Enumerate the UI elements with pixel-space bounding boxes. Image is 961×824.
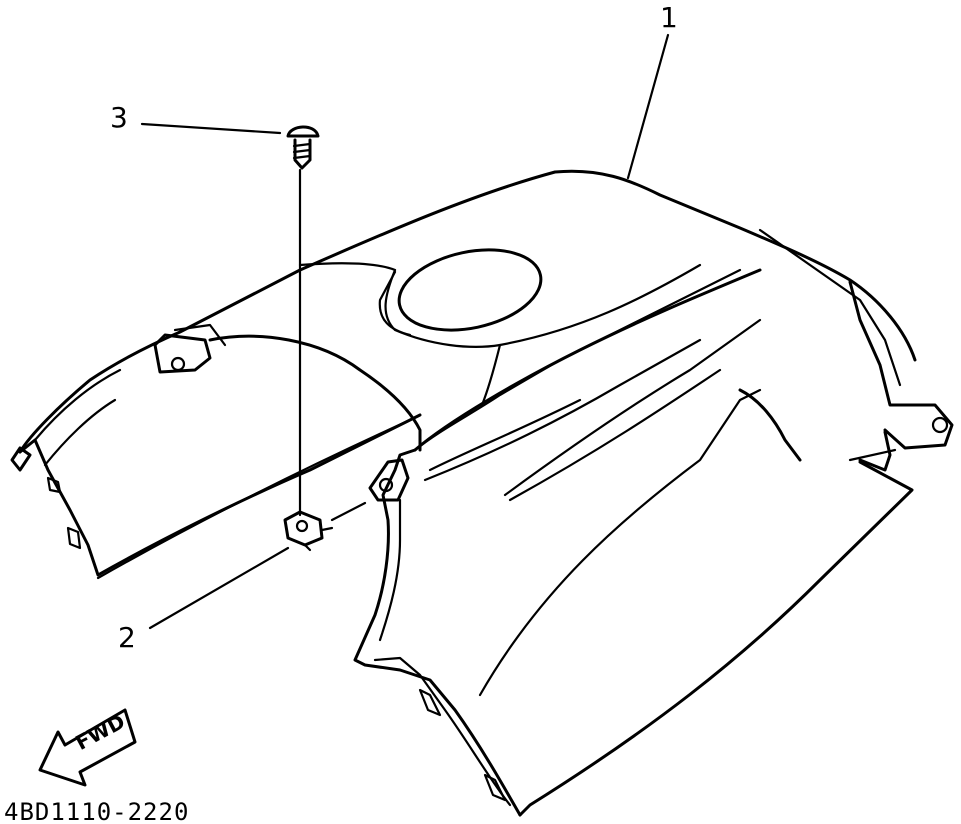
leader-line-part-2 (148, 546, 290, 630)
clip-assembly-axis (330, 501, 367, 522)
clip-nut-part-2 (283, 510, 334, 552)
callout-part-3: 3 (110, 101, 128, 134)
screw-part-3 (286, 125, 320, 170)
leader-line-part-3 (140, 122, 282, 135)
diagram-code: 4BD1110-2220 (4, 798, 190, 824)
tank-cover-part-1 (10, 169, 954, 817)
forward-direction-arrow-icon (38, 708, 137, 787)
callout-part-2: 2 (118, 621, 136, 654)
leader-line-part-1 (626, 33, 670, 180)
callout-part-1: 1 (660, 1, 678, 34)
